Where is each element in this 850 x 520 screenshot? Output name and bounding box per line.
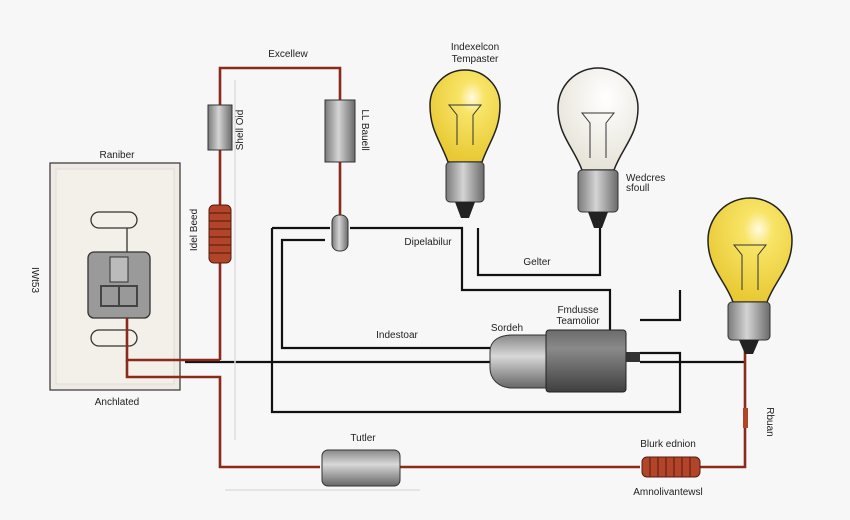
switch: [87, 251, 151, 319]
label-sordeh: Sordeh: [491, 323, 523, 334]
bulb-3: [707, 197, 793, 354]
label-bulb2-line2: sfoull: [626, 183, 649, 194]
label-indestoar: Indestoar: [376, 330, 418, 341]
label-resistor-right: LL Bauell: [359, 109, 370, 150]
coil-left: [208, 204, 232, 264]
resistor-right: [324, 99, 356, 163]
bulb-2: [557, 67, 639, 228]
label-top-wire: Excellew: [268, 49, 308, 60]
black-wires: [185, 226, 745, 414]
small-bulb: [331, 214, 349, 252]
label-plate-top: Raniber: [99, 150, 135, 161]
coil-right: [641, 456, 701, 478]
wall-plate: [49, 162, 181, 391]
resistor-left: [207, 104, 233, 151]
label-plate-side: IWt53: [29, 267, 40, 294]
label-resistor-left: Shell Oid: [235, 110, 246, 151]
bulb-1: [429, 69, 501, 218]
label-coil-right-bottom: Amnolivantewsl: [633, 487, 702, 498]
label-dipelabilur: Dipelabilur: [404, 237, 452, 248]
label-bulb1-line2: Tempaster: [452, 54, 499, 65]
tuner-capacitor: [321, 449, 401, 487]
label-plate-bottom: Anchlated: [95, 397, 139, 408]
label-tuner: Tutler: [350, 433, 376, 444]
motor: [489, 329, 640, 393]
label-bulb1-line1: Indexelcon: [451, 42, 499, 53]
label-coil-left: Idel Beed: [189, 209, 200, 251]
label-motor-line1: Fmdusse: [557, 305, 599, 316]
label-right-side: Rbuan: [764, 407, 775, 436]
label-gelter: Gelter: [523, 257, 551, 268]
label-coil-right-top: Blurk ednion: [640, 439, 696, 450]
small-resistor: [743, 408, 748, 428]
label-bulb2-line1: Wedcres: [626, 173, 665, 184]
label-motor-line2: Teamolior: [556, 316, 600, 327]
